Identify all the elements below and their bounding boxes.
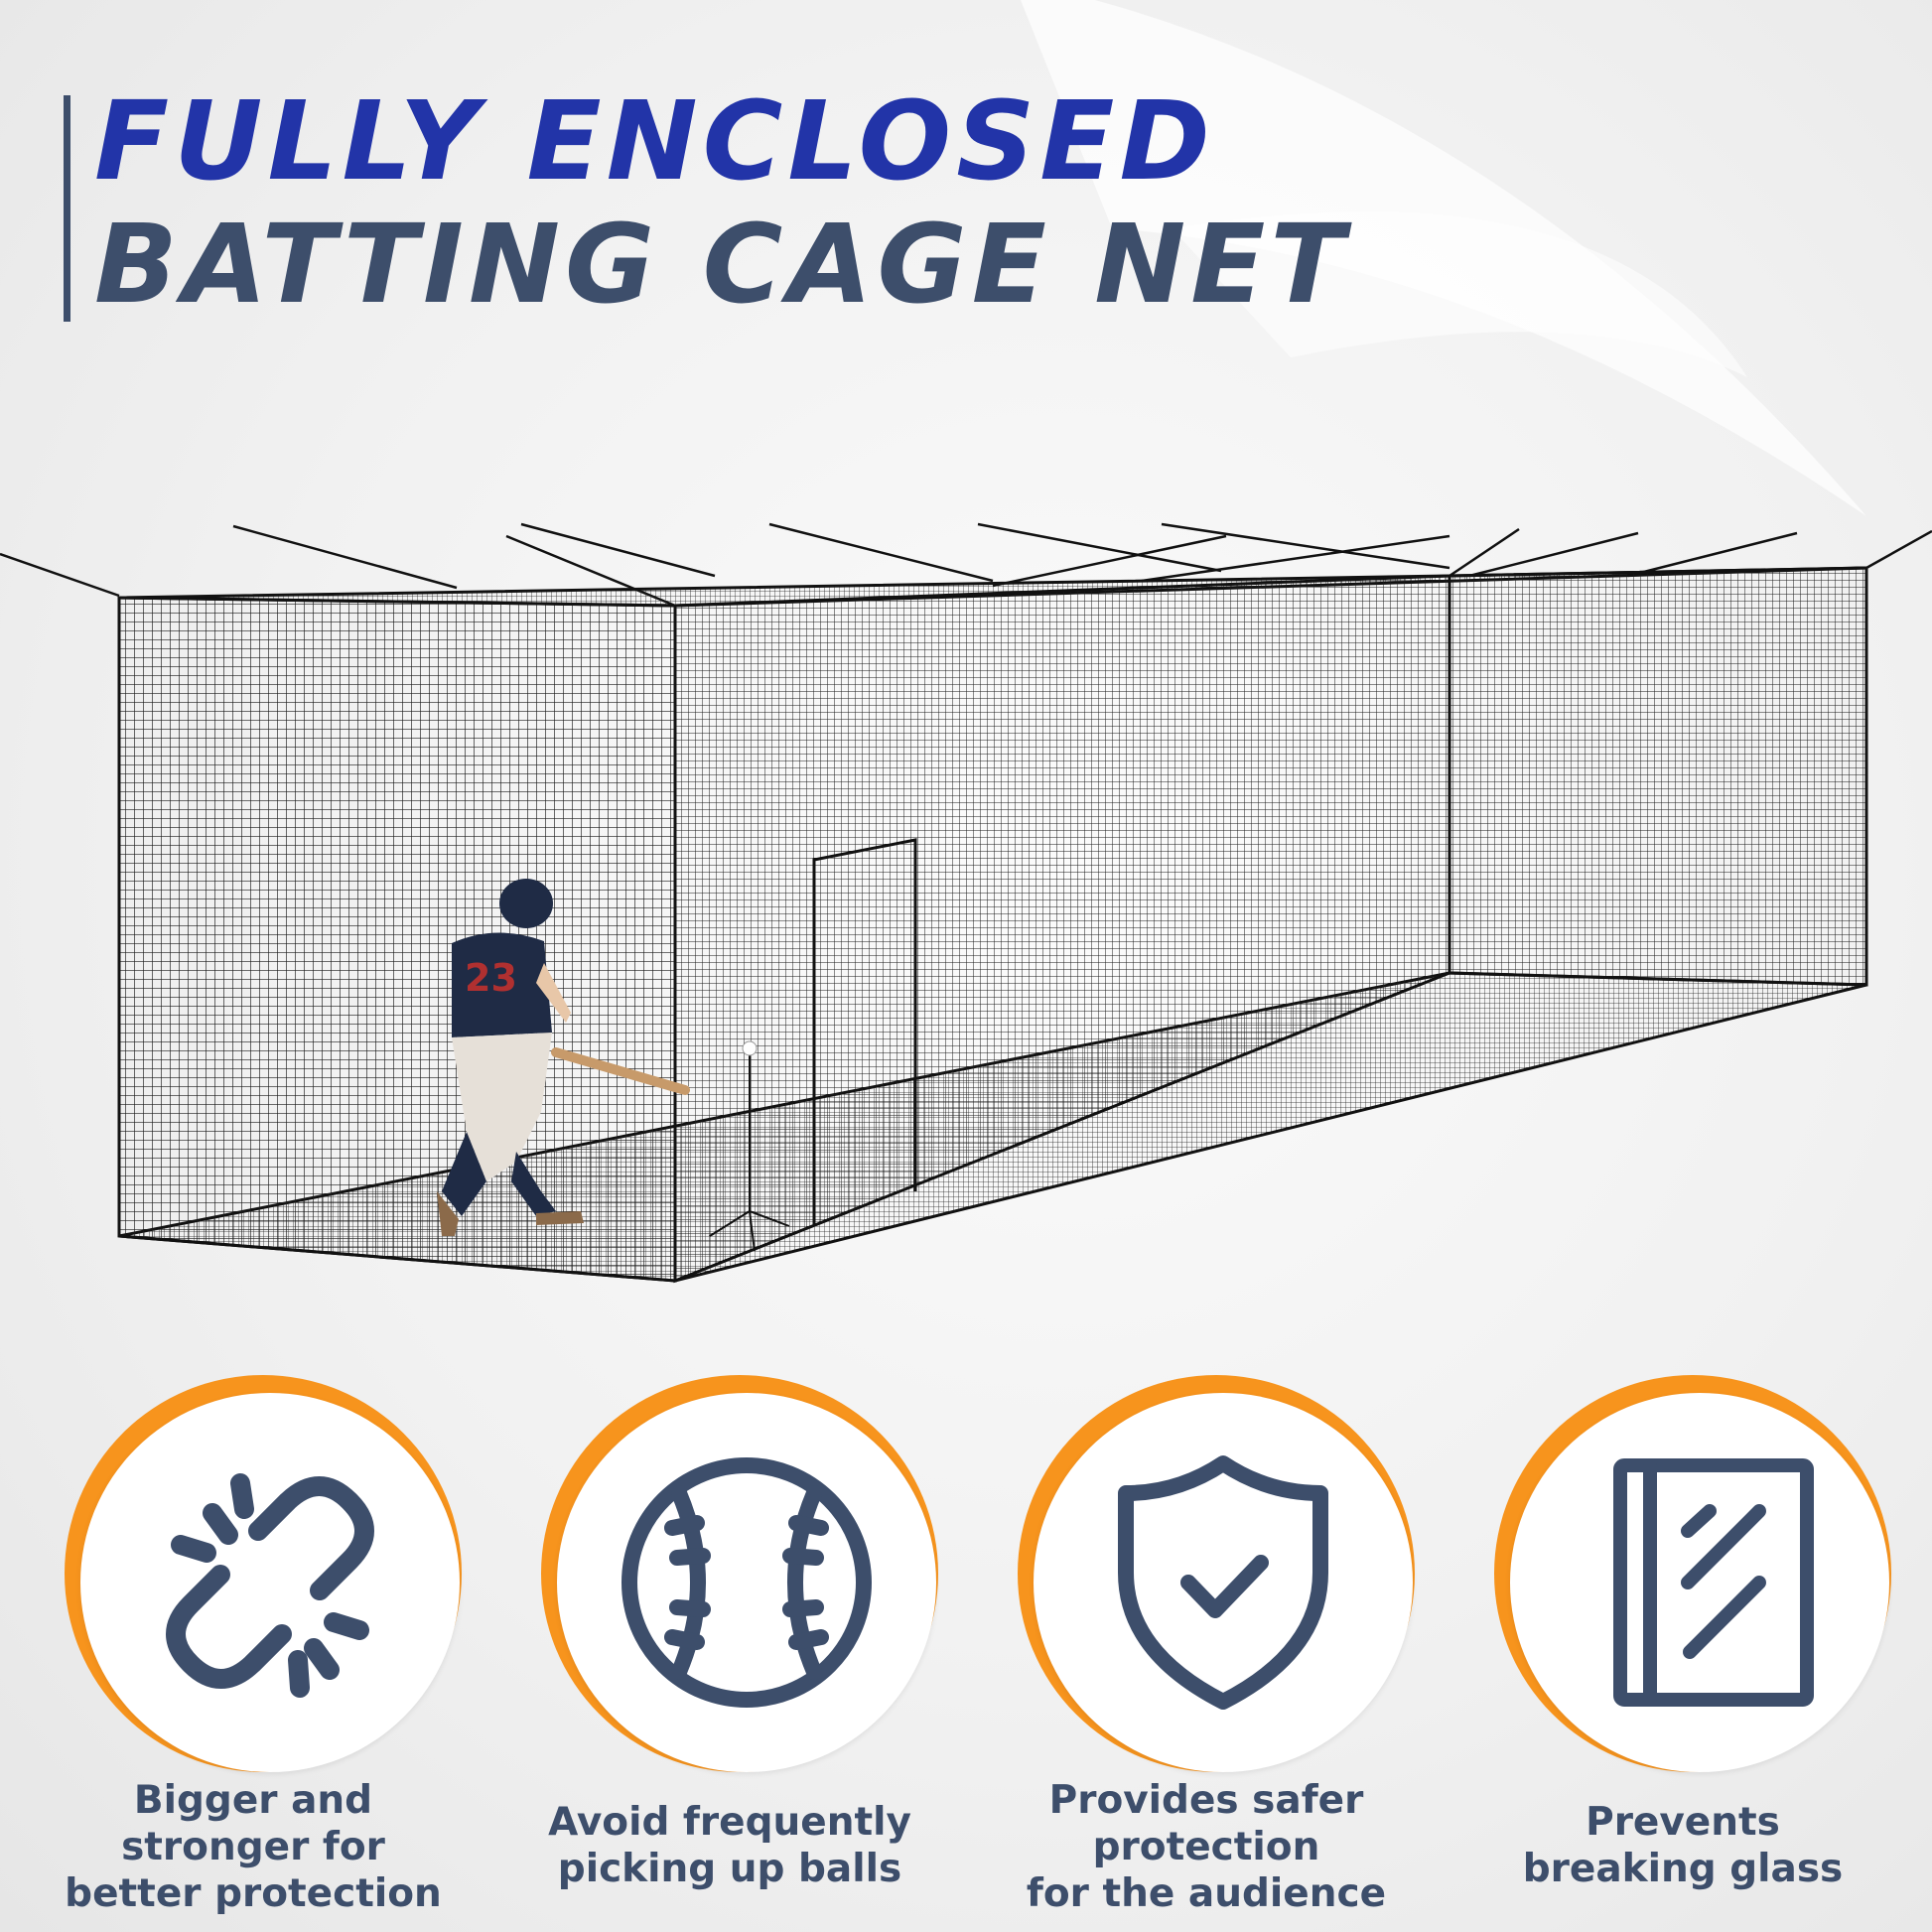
feature-caption: Provides safer protection for the audien… (998, 1777, 1415, 1917)
caption-line: Provides safer (1048, 1778, 1364, 1823)
caption-line: better protection (65, 1871, 442, 1916)
caption-line: for the audience (1026, 1871, 1387, 1916)
caption-line: stronger for (121, 1825, 385, 1869)
feature-disc (80, 1393, 460, 1772)
caption-line: Prevents (1586, 1800, 1780, 1845)
feature-disc (1510, 1393, 1889, 1772)
door-frame (812, 838, 917, 1226)
jersey-number: 23 (465, 956, 517, 1000)
glass-pane-icon (1613, 1458, 1814, 1707)
headline-line-1: FULLY ENCLOSED (94, 77, 1215, 205)
batting-tee (709, 1052, 790, 1252)
feature-caption: Avoid frequently picking up balls (521, 1799, 938, 1892)
shield-check-icon (1118, 1455, 1328, 1710)
caption-line: protection (1092, 1825, 1320, 1869)
caption-line: Bigger and (133, 1778, 373, 1823)
feature-caption: Prevents breaking glass (1474, 1799, 1891, 1892)
caption-line: Avoid frequently (548, 1800, 911, 1845)
headline-line-2: BATTING CAGE NET (94, 201, 1350, 328)
caption-line: picking up balls (557, 1847, 902, 1891)
headline-accent-bar (64, 95, 70, 322)
broken-chain-icon (166, 1473, 374, 1698)
feature-disc (557, 1393, 936, 1772)
feature-caption: Bigger and stronger for better protectio… (45, 1777, 462, 1917)
caption-line: breaking glass (1522, 1847, 1844, 1891)
baseball-icon (621, 1457, 872, 1708)
feature-disc (1034, 1393, 1413, 1772)
batter-figure: 23 (437, 879, 690, 1236)
batting-cage-illustration: 23 (0, 522, 1932, 1284)
